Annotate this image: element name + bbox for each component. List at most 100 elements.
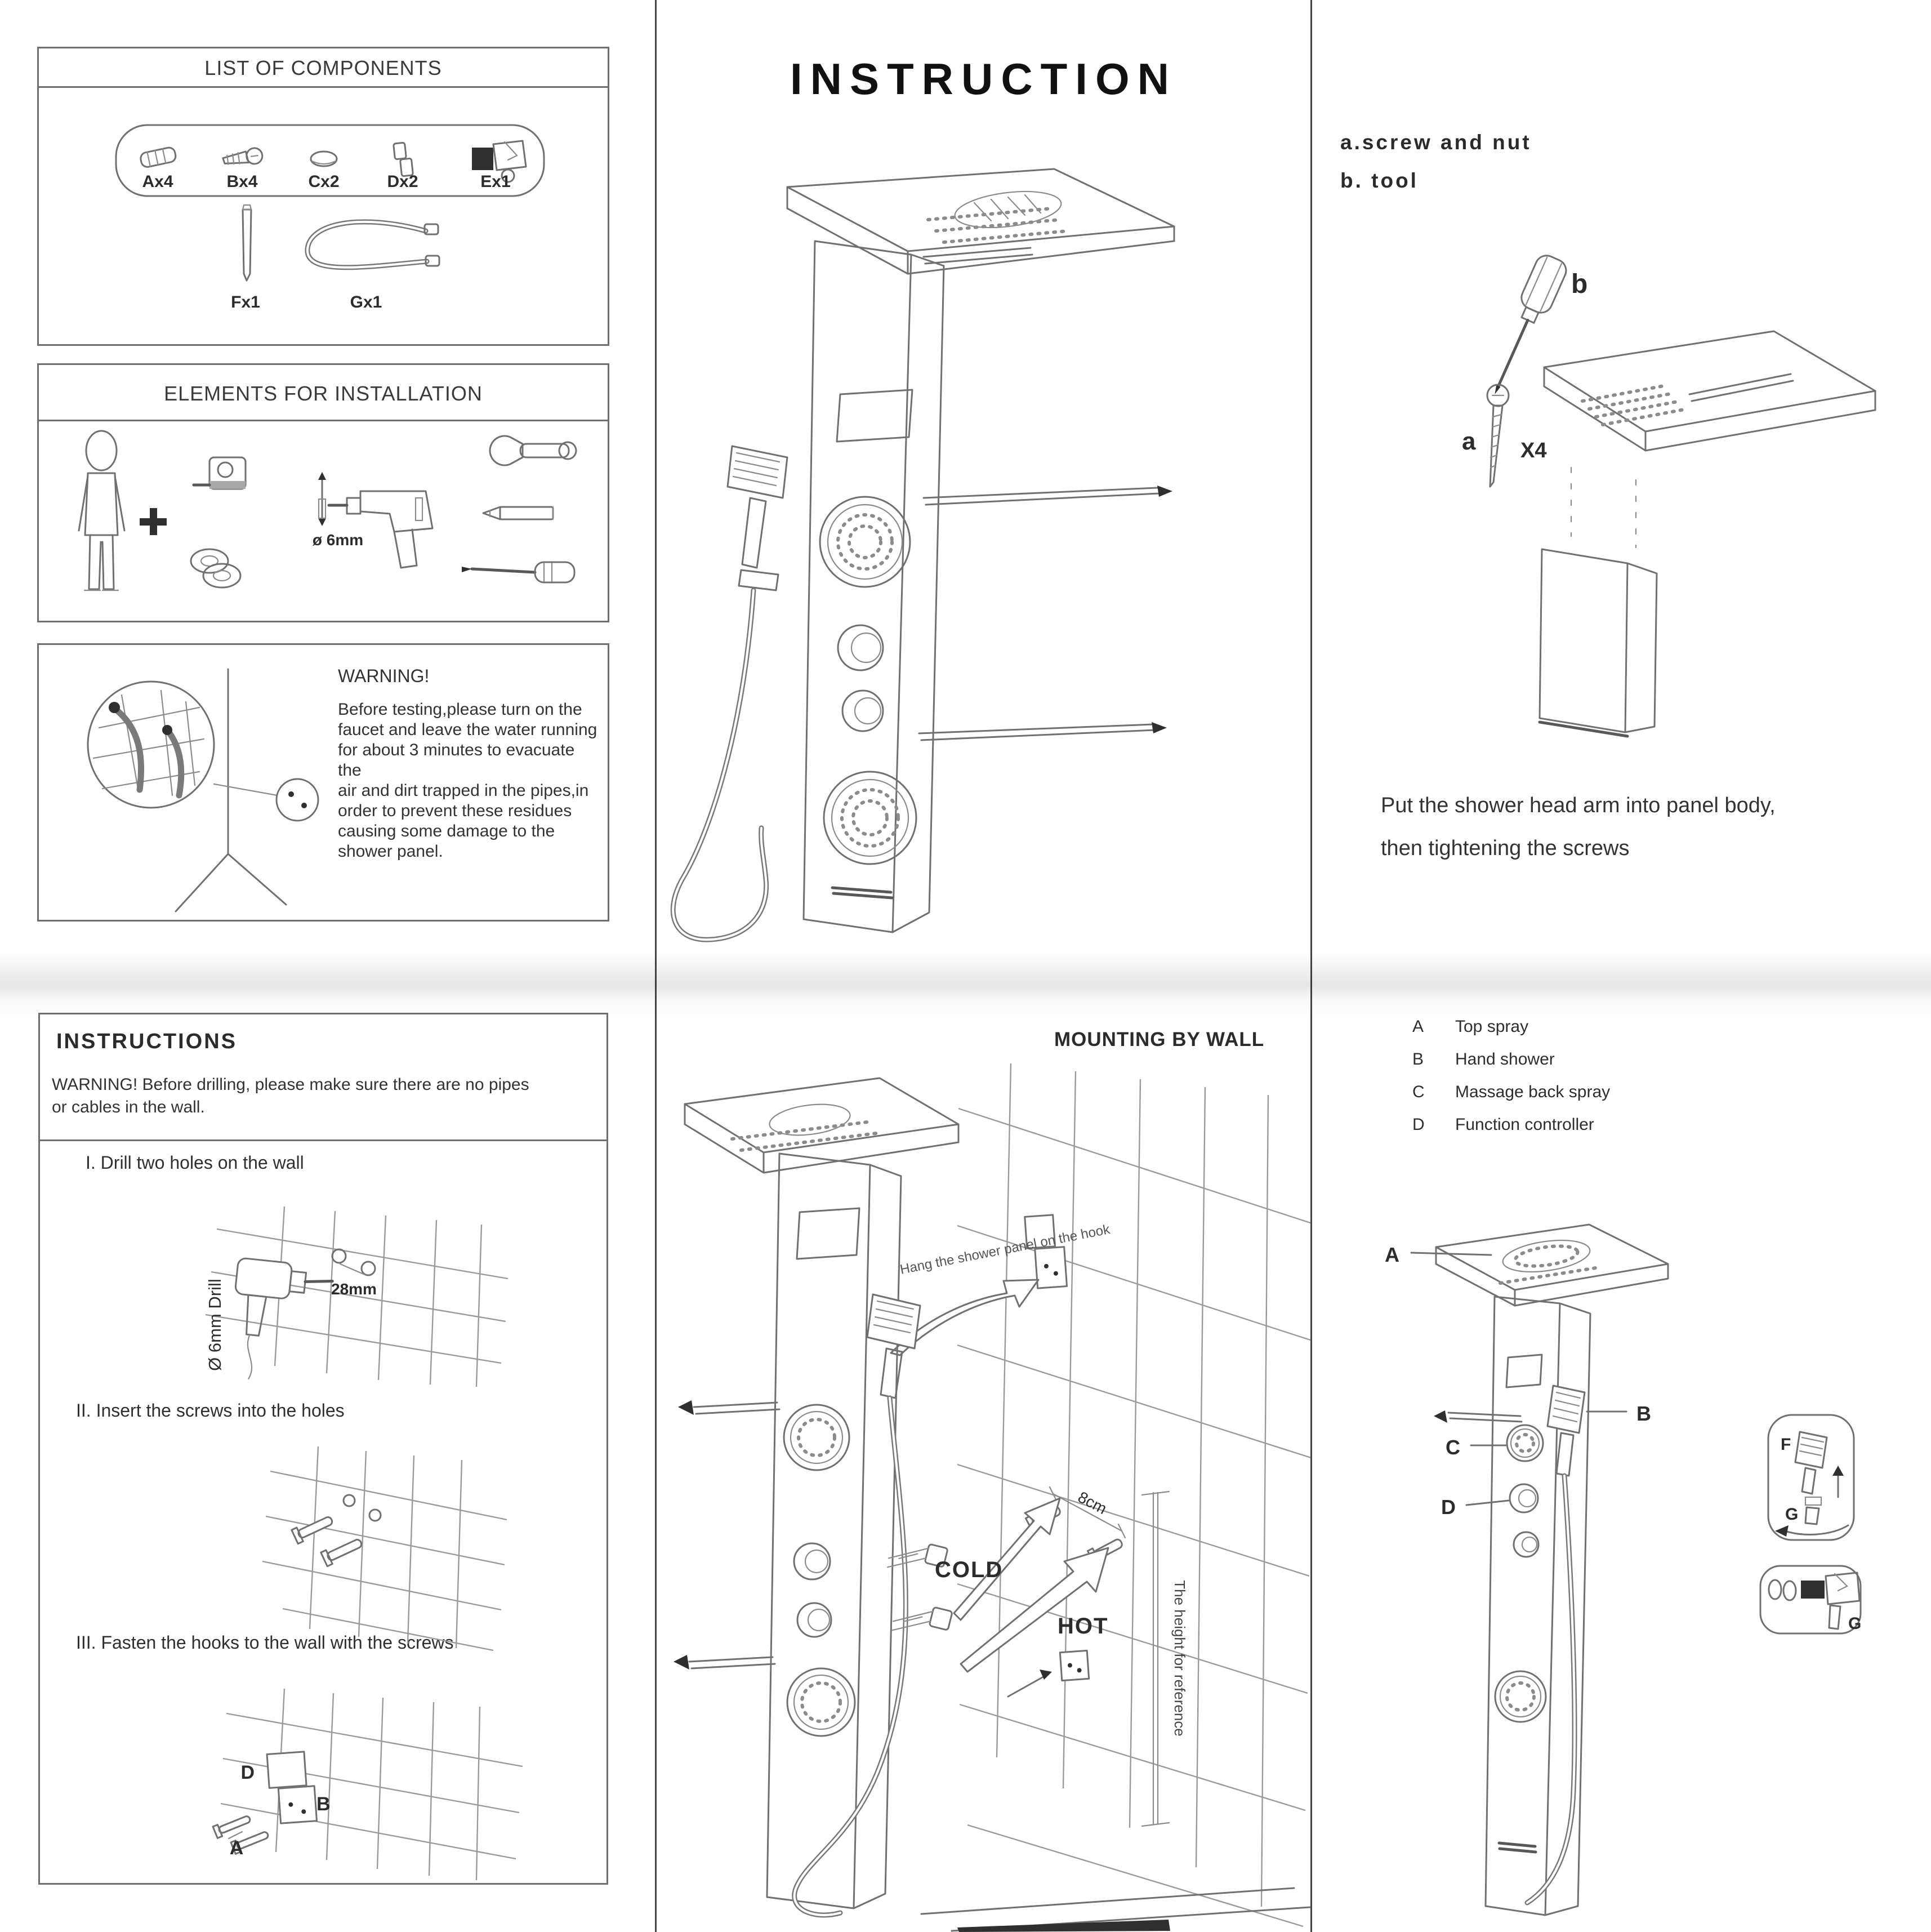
hand-shower [1546, 1385, 1586, 1477]
mounting-title: MOUNTING BY WALL [1054, 1029, 1265, 1050]
hot-arrow [960, 1547, 1109, 1673]
column-divider-left [655, 0, 657, 1932]
component-label-g: Gx1 [350, 293, 382, 311]
screw-distance: 8cm [1075, 1488, 1109, 1517]
steps-warning-line: WARNING! Before drilling, please make su… [52, 1075, 529, 1094]
tool-screwdriver-icon [1495, 255, 1567, 394]
step-1-label: I. Drill two holes on the wall [86, 1152, 304, 1173]
function-knob [841, 689, 884, 732]
tool-label-b: b [1571, 269, 1587, 299]
screw-qty: X4 [1520, 439, 1546, 462]
detail-label-g: G [1785, 1505, 1798, 1524]
warning-line: air and dirt trapped in the pipes,in [338, 781, 589, 800]
warning-line: shower panel. [338, 842, 443, 861]
inlet-bolt-hot [891, 1606, 953, 1631]
shower-hose [792, 1395, 908, 1918]
diagram-label-b: B [1636, 1402, 1651, 1425]
inlet-bolt-cold [886, 1543, 948, 1568]
function-knob [837, 624, 884, 671]
component-label-e: Ex1 [480, 172, 510, 191]
steps-divider [38, 1139, 608, 1141]
cold-label: COLD [935, 1557, 1003, 1582]
massage-jet [783, 1404, 850, 1471]
hook-icon [393, 141, 414, 177]
warning-box [37, 643, 609, 922]
legend-label: Massage back spray [1455, 1083, 1611, 1101]
warning-text: Before testing,please turn on the faucet… [338, 700, 603, 862]
step-3-label: III. Fasten the hooks to the wall with t… [76, 1632, 454, 1653]
component-label-a: Ax4 [142, 172, 173, 191]
shelf-arrow [918, 722, 1167, 741]
hook-label-b: B [316, 1793, 331, 1815]
wall-hook [1024, 1214, 1068, 1289]
components-header-line [37, 86, 609, 88]
component-label-f: Fx1 [231, 293, 260, 311]
person-icon [78, 430, 126, 591]
legend-key: D [1412, 1115, 1425, 1134]
diagram-label-d: D [1441, 1495, 1456, 1519]
page-fold-shadow [0, 952, 1931, 1020]
legend-label: Hand shower [1455, 1050, 1555, 1069]
insert-screws-diagram [262, 1446, 507, 1651]
legend-key: B [1412, 1050, 1424, 1069]
elements-header-line [37, 420, 609, 421]
column-divider-right [1310, 0, 1312, 1932]
caption-line: then tightening the screws [1381, 836, 1630, 860]
detail-label-f: F [1781, 1435, 1791, 1454]
fasten-hooks-diagram: D B A [212, 1688, 523, 1881]
warning-line: Before testing,please turn on the [338, 700, 582, 719]
legend-row-b: B Hand shower [1412, 1050, 1555, 1069]
hook-label-a: A [230, 1837, 244, 1859]
height-note: The height for reference [1171, 1580, 1188, 1737]
pencil-icon [482, 506, 554, 520]
screw-a-icon [1486, 384, 1510, 488]
warning-line: faucet and leave the water running [338, 720, 597, 739]
hose-icon [305, 219, 440, 270]
screw-icon [222, 147, 264, 165]
drill-bit-icon [318, 472, 327, 526]
massage-jet [823, 771, 917, 865]
steps-warning-line: or cables in the wall. [52, 1098, 205, 1116]
head-assembly-illustration: b a X4 [1462, 255, 1876, 738]
massage-jet [1494, 1670, 1547, 1723]
steps-title: INSTRUCTIONS [56, 1030, 237, 1053]
drill-wall-diagram: Ø 6mm Drill 28mm [205, 1206, 509, 1387]
function-knob [793, 1542, 831, 1581]
hole-distance-label: 28mm [331, 1280, 377, 1298]
drill-diameter-label: ø 6mm [313, 531, 363, 549]
wall-hook-lower [1059, 1649, 1090, 1682]
elements-title: ELEMENTS FOR INSTALLATION [164, 382, 483, 405]
elements-box [37, 363, 609, 622]
warning-illustration [87, 668, 319, 912]
legend-row-d: D Function controller [1412, 1115, 1594, 1134]
legend-key: C [1412, 1083, 1425, 1101]
elements-illustration: ø 6mm [78, 430, 577, 591]
legend-label: Top spray [1455, 1017, 1529, 1036]
function-knob [1513, 1531, 1540, 1558]
hand-shower [726, 445, 788, 591]
massage-jet [786, 1667, 856, 1737]
teflon-tape-icon [190, 548, 242, 589]
diagram-label-a: A [1385, 1243, 1399, 1266]
head-assembly-line-a: a.screw and nut [1340, 131, 1532, 154]
head-assembly-caption: Put the shower head arm into panel body,… [1381, 784, 1831, 870]
steps-box [38, 1013, 608, 1885]
hook-label-d: D [240, 1762, 255, 1783]
hand-shower-detail-box: F G [1767, 1414, 1855, 1541]
mounting-illustration: Hang the shower panel on the hook 8cm Th… [674, 1063, 1310, 1932]
legend-label: Function controller [1455, 1115, 1594, 1134]
plus-icon [140, 508, 167, 535]
drill-icon [327, 490, 434, 569]
component-label-d: Dx2 [387, 172, 418, 191]
hot-label: HOT [1058, 1614, 1108, 1639]
warning-title: WARNING! [338, 666, 430, 686]
step-2-label: II. Insert the screws into the holes [76, 1400, 345, 1421]
bracket-icon [472, 140, 527, 183]
warning-line: causing some damage to the [338, 822, 555, 840]
steps-illustrations: Ø 6mm Drill 28mm [205, 1206, 523, 1881]
hand-shower [866, 1293, 921, 1399]
function-knob [1509, 1483, 1539, 1513]
cold-arrow [953, 1497, 1061, 1621]
detail-label-g2: G [1848, 1614, 1861, 1633]
